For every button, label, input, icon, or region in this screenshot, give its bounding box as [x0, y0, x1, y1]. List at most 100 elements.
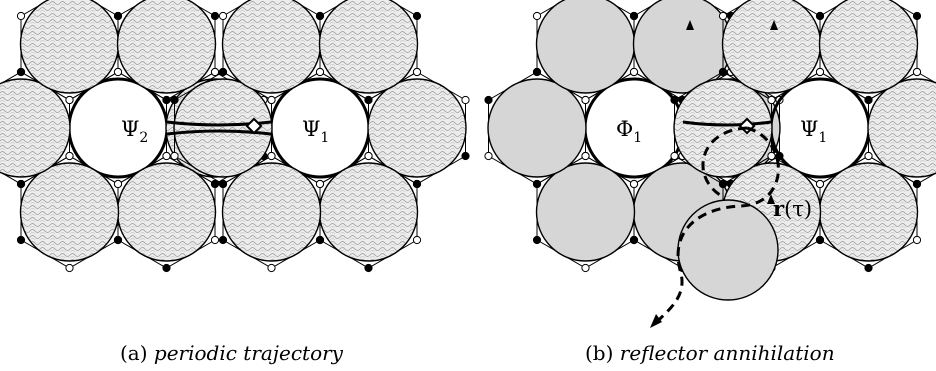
- b-right-node: [815, 67, 825, 77]
- a-left-loop-5: [19, 0, 120, 94]
- b-left-node: [629, 235, 639, 245]
- b-right-loop-5: [721, 0, 822, 94]
- b-right-loop-2: [818, 162, 919, 262]
- b-top-arrow-right: [770, 20, 778, 30]
- a-right-node: [315, 179, 325, 189]
- a-bridge-top: [166, 120, 272, 127]
- a-left-loop-6: [116, 0, 217, 94]
- a-junction-diamond: [245, 117, 263, 135]
- panel-b-trajectory-label: r(τ): [773, 196, 812, 221]
- a-left-node: [162, 151, 171, 161]
- a-right-node: [412, 11, 422, 21]
- b-trajectory-dashed: [653, 126, 780, 326]
- a-right-node: [267, 95, 276, 105]
- b-right-node: [912, 11, 922, 21]
- a-right-node: [461, 95, 470, 105]
- panel-b-caption: (b) reflector annihilation: [585, 341, 835, 365]
- b-left-node: [532, 11, 542, 21]
- b-right-node: [815, 11, 825, 21]
- a-left-node: [210, 179, 220, 189]
- a-left-node: [113, 67, 123, 77]
- b-right-loop-1: [867, 78, 936, 178]
- b-rtau-arrow: [767, 194, 775, 204]
- b-right-node: [767, 95, 776, 105]
- b-right-node: [864, 95, 873, 105]
- a-right-loop-3: [221, 162, 322, 262]
- a-bridge-bottom: [166, 129, 272, 136]
- b-left-node: [484, 151, 493, 161]
- b-right-loop-0: [769, 77, 871, 179]
- a-left-node: [113, 11, 123, 21]
- a-right-node: [218, 179, 228, 189]
- b-left-loop-5: [535, 0, 636, 94]
- b-left-node: [581, 263, 590, 273]
- b-right-node: [912, 67, 922, 77]
- a-left-node: [16, 67, 26, 77]
- b-right-node: [718, 179, 728, 189]
- b-right-loop-4: [673, 78, 773, 178]
- a-right-loop-5: [221, 0, 322, 94]
- a-right-node: [218, 11, 228, 21]
- b-top-arrow-left: [686, 20, 694, 30]
- panel-a-caption: (a) periodic trajectory: [120, 341, 344, 365]
- a-right-node: [364, 151, 373, 161]
- a-right-node: [412, 235, 422, 245]
- b-bridge: [682, 120, 772, 127]
- panel-b-label-phi1: Φ1: [616, 117, 642, 146]
- b-right-node: [670, 95, 679, 105]
- b-right-node: [864, 151, 873, 161]
- a-right-node: [267, 263, 276, 273]
- a-left-loop-3: [19, 162, 120, 262]
- a-right-node: [412, 67, 422, 77]
- a-left-node: [113, 179, 123, 189]
- b-trajectory-dashed-2: [701, 126, 748, 197]
- a-right-node: [170, 95, 179, 105]
- b-left-node: [532, 67, 542, 77]
- a-left-node: [65, 95, 74, 105]
- a-left-loop-2: [116, 162, 217, 262]
- a-left-node: [16, 179, 26, 189]
- a-right-node: [364, 263, 373, 273]
- a-left-node: [113, 235, 123, 245]
- a-left-node: [162, 95, 171, 105]
- b-left-node: [484, 95, 493, 105]
- a-right-node: [218, 235, 228, 245]
- panel-b: [484, 0, 936, 328]
- a-right-node: [218, 67, 228, 77]
- a-right-loop-6: [318, 0, 419, 94]
- b-right-node: [767, 151, 776, 161]
- panel-a-label-psi2: Ψ2: [121, 117, 148, 146]
- a-right-node: [315, 11, 325, 21]
- a-left-loop-0: [67, 77, 169, 179]
- b-right-node: [718, 67, 728, 77]
- a-right-loop-1: [367, 78, 467, 178]
- a-right-node: [364, 95, 373, 105]
- a-left-node: [16, 11, 26, 21]
- b-left-node: [629, 67, 639, 77]
- a-left-node: [210, 67, 220, 77]
- b-right-node: [815, 179, 825, 189]
- a-left-node: [210, 235, 220, 245]
- b-left-node: [581, 151, 590, 161]
- a-right-node: [315, 67, 325, 77]
- b-right-node: [718, 11, 728, 21]
- panel-a-label-psi1: Ψ1: [302, 117, 329, 146]
- b-right-node: [815, 235, 825, 245]
- b-left-loop-3: [535, 162, 636, 262]
- a-right-node: [267, 151, 276, 161]
- a-right-loop-4: [173, 78, 273, 178]
- b-extra-loop: [677, 199, 779, 301]
- b-left-node: [629, 179, 639, 189]
- b-right-node: [912, 179, 922, 189]
- a-left-node: [65, 263, 74, 273]
- a-right-node: [412, 179, 422, 189]
- a-left-node: [210, 11, 220, 21]
- a-right-node: [170, 151, 179, 161]
- b-left-node: [532, 179, 542, 189]
- b-right-node: [864, 263, 873, 273]
- a-left-node: [16, 235, 26, 245]
- b-left-node: [532, 235, 542, 245]
- b-left-loop-4: [487, 78, 587, 178]
- b-right-node: [670, 151, 679, 161]
